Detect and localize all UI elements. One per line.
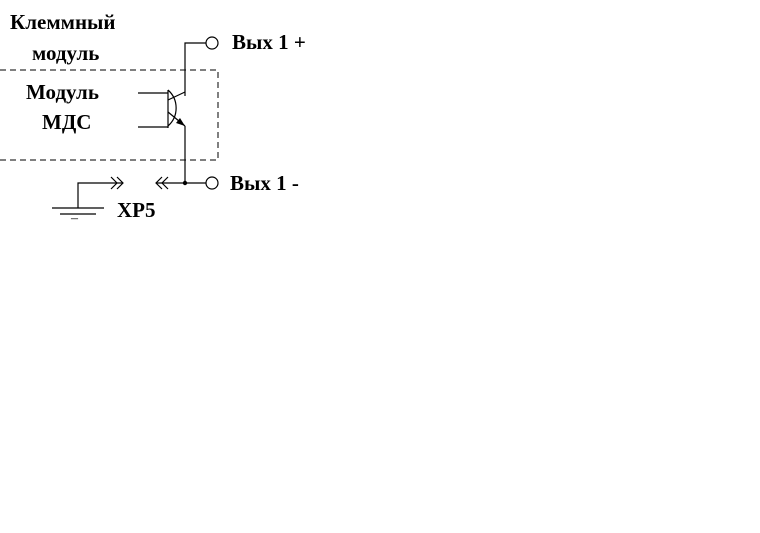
connector-socket-b [161, 176, 169, 190]
wire-out-minus [184, 126, 206, 184]
terminal-module-label-line2: модуль [32, 41, 100, 65]
terminal-module-label-line1: Клеммный [10, 10, 116, 34]
wire-to-ground [77, 182, 123, 208]
mds-module-boundary [0, 69, 219, 161]
terminal-out-minus [205, 176, 219, 190]
out-plus-label: Вых 1 + [232, 30, 306, 54]
mds-module-label-line2: МДС [42, 110, 92, 134]
ground-minus-sign: – [71, 211, 78, 226]
out-minus-label: Вых 1 - [230, 171, 299, 195]
terminal-out-plus [205, 36, 219, 50]
mds-module-label-line1: Модуль [26, 80, 99, 104]
connector-label: XP5 [117, 198, 156, 222]
transistor-collector [167, 91, 186, 101]
connector-socket-a [155, 176, 163, 190]
wire-out-plus [184, 42, 206, 96]
transistor-emitter-arrow [176, 118, 185, 126]
transistor-body [167, 89, 177, 127]
